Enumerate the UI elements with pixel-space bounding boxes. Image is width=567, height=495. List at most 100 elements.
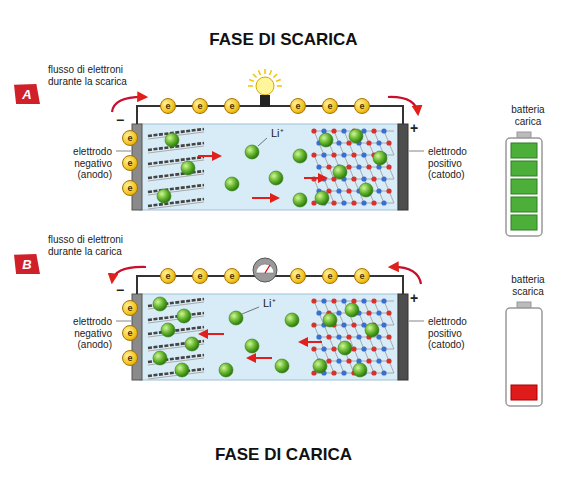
electrode-label: elettrodo negativo (anodo) [50,316,112,351]
cathode-lattice [331,346,336,351]
caption: FASE DI CARICA [0,445,567,465]
cathode-lattice [361,200,366,205]
cathode-lattice [336,188,341,193]
ion-flow-arrows [198,155,220,157]
ion-label: Li⁺ [270,127,285,140]
lithium-ions [349,129,363,143]
battery-icon [506,138,542,236]
cathode-lattice [326,164,331,169]
lithium-ions [353,363,367,377]
cathode-lattice [371,298,376,303]
terminal-sign: − [116,282,124,298]
cathode-lattice [371,200,376,205]
leader-lines [116,321,131,322]
electron: e [160,98,176,114]
badge-shape [14,84,40,104]
panel-badge: B [14,254,40,274]
cathode-lattice [366,358,371,363]
battery-label: batteria scarica [498,274,558,297]
graphite-layers [148,146,204,153]
lithium-ions [293,149,307,163]
cathode-lattice [381,322,386,327]
cathode-lattice [311,298,394,375]
electron-label: e [127,184,132,193]
electron-label: e [127,354,132,363]
cathode-lattice [341,128,346,133]
cathode-lattice [341,370,346,375]
electron-label: e [127,329,132,338]
electron-label: e [127,134,132,143]
lithium-ions [185,337,199,351]
graphite-layers [148,185,204,192]
electron-flow-arrows [390,267,421,284]
flow-label: flusso di elettroni durante la scarica [48,64,148,87]
discharging-cell [112,69,542,236]
graphite-layers [148,174,204,181]
battery-label: batteria carica [498,104,558,127]
cathode-lattice [381,346,386,351]
lithium-ions [229,311,243,325]
cathode-lattice [311,298,316,303]
ion-flow-arrows [252,197,278,199]
light-bulb [253,74,257,78]
electron-flow-arrows [388,97,418,114]
graphite-layers [148,313,204,320]
charging-cell [112,258,542,406]
cathode-lattice [311,322,316,327]
lithium-ions [181,161,195,175]
electron-label: e [359,272,364,281]
battery-icon [506,302,542,406]
electron-flow-arrows [112,97,146,112]
lithium-ions [293,193,307,207]
panel-badge: A [14,84,40,104]
lithium-ions [153,297,379,377]
cathode-lattice [316,164,321,169]
electrode-label: elettrodo positivo (catodo) [428,146,494,181]
electron-label: e [295,272,300,281]
cathode-lattice [336,358,341,363]
lithium-ions [175,363,189,377]
cathode-lattice [376,140,381,145]
electron: e [224,268,240,284]
cathode-lattice [381,176,386,181]
cathode-lattice [346,358,351,363]
cathode-plate [398,124,408,210]
cathode-lattice [386,164,391,169]
cathode-lattice [346,164,351,169]
electron: e [322,268,338,284]
light-bulb [276,79,281,81]
battery-icon [506,132,542,236]
graphite-layers [148,327,204,334]
gauge [256,264,274,273]
lithium-ions [345,303,359,317]
battery-icon [511,385,537,400]
battery-icon [517,302,531,308]
ion-flow-arrows [200,334,322,358]
cathode-lattice [376,334,381,339]
cathode-lattice [371,346,376,351]
graphite-layers [148,188,204,195]
lithium-ions [373,151,387,165]
electrode-label: elettrodo positivo (catodo) [428,316,494,351]
electron: e [322,98,338,114]
graphite-layers [148,129,204,209]
cathode-lattice [331,200,336,205]
light-bulb [273,74,277,78]
electron-label: e [229,272,234,281]
lithium-ions [365,323,379,337]
cathode-lattice [311,152,316,157]
lithium-ions [245,145,259,159]
cathode-lattice [371,370,376,375]
cathode-lattice [316,310,321,315]
lithium-ions [177,309,191,323]
cathode-lattice [351,176,356,181]
electron: e [354,268,370,284]
cathode-lattice [386,188,391,193]
lithium-ions [219,363,233,377]
ion-label: Li⁺ [262,297,277,310]
electron: e [122,180,138,196]
lithium-ions [245,339,259,353]
electron: e [290,268,306,284]
cathode-lattice [381,200,386,205]
ion-flow-arrows [198,156,326,198]
